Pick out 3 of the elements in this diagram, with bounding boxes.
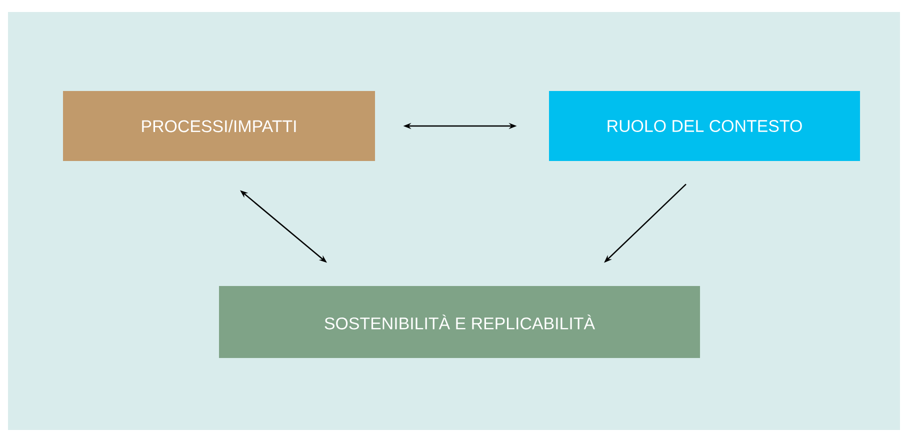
process-box: PROCESSI/IMPATTI — [63, 91, 375, 161]
process-box: RUOLO DEL CONTESTO — [549, 91, 860, 161]
process-box: SOSTENIBILITÀ E REPLICABILITÀ — [219, 286, 700, 358]
